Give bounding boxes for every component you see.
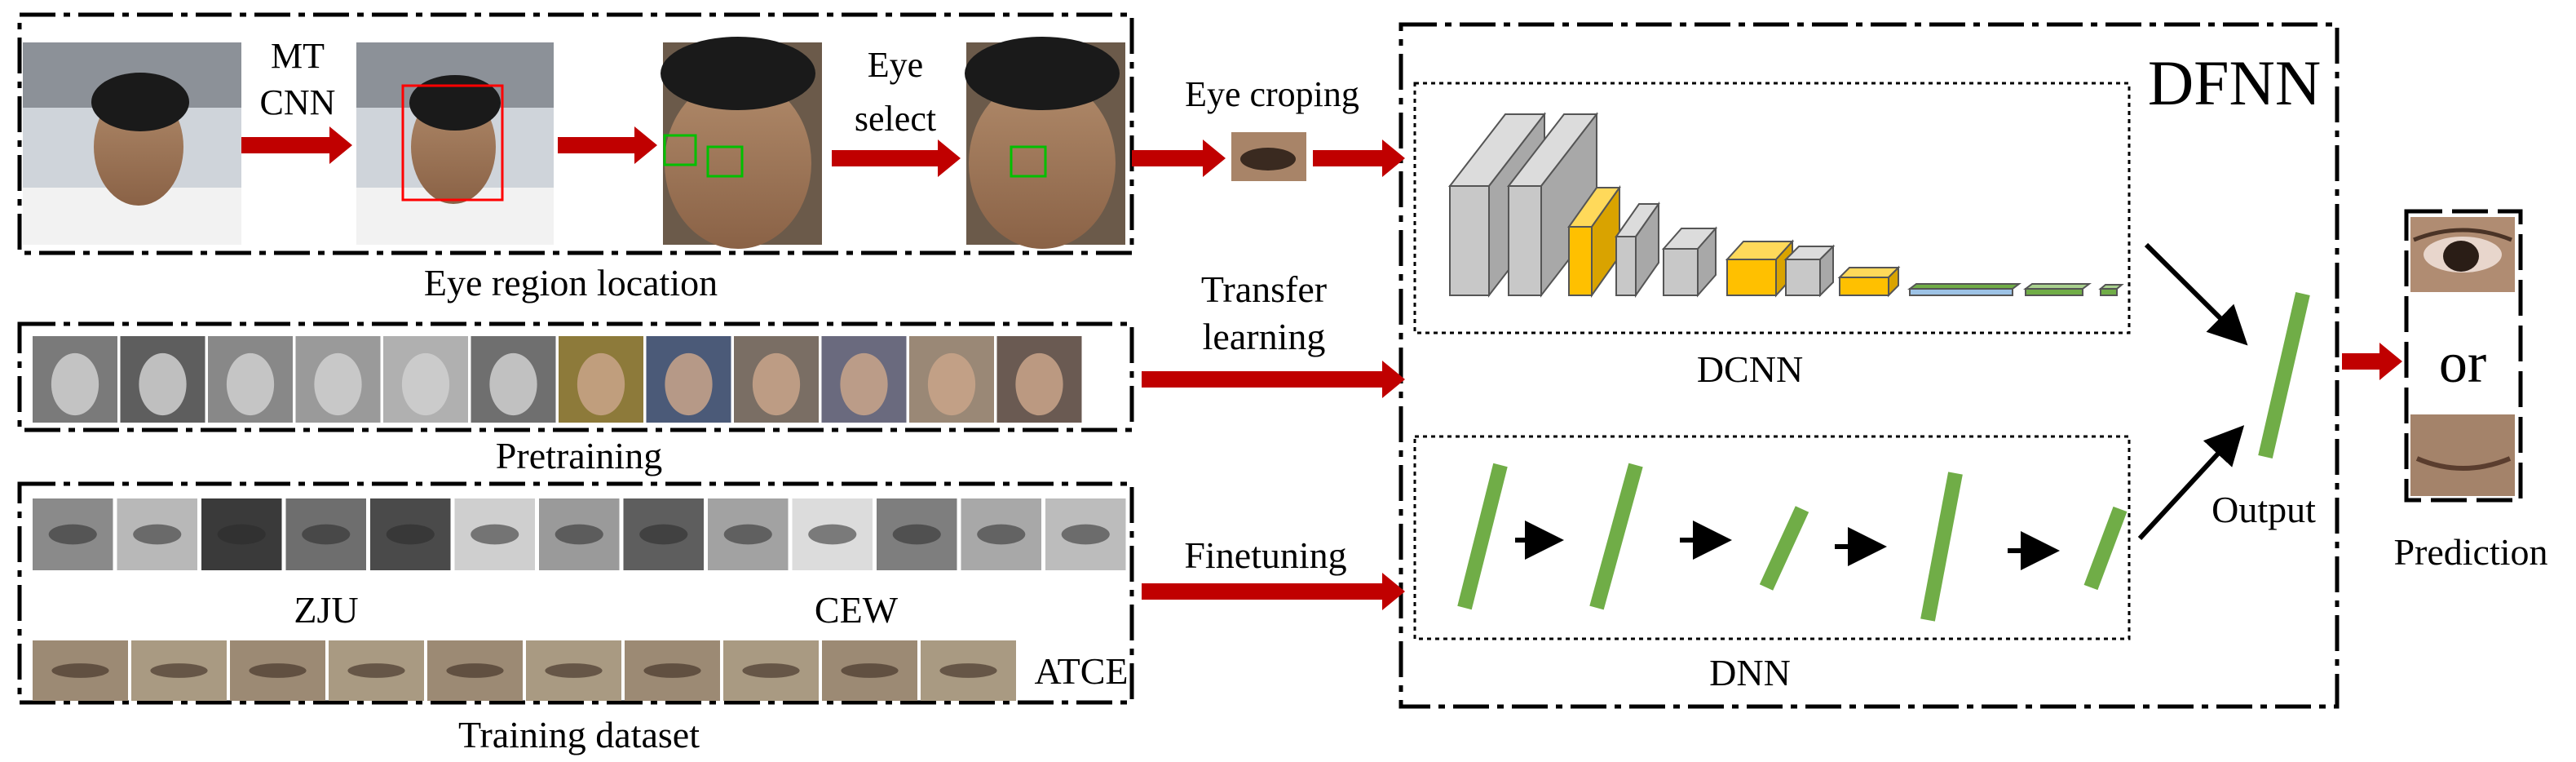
pretraining-box: [17, 321, 1134, 432]
eye-shape: [471, 524, 519, 545]
face-shape: [927, 352, 976, 416]
face-shape: [752, 352, 801, 416]
label-zju: ZJU: [294, 589, 358, 631]
dnn-layers: [1457, 291, 2310, 622]
prediction-open-eye: [2410, 217, 2515, 292]
face-shape: [840, 352, 888, 416]
photo-original: [23, 42, 241, 245]
eye-shape: [977, 524, 1026, 545]
eye-shape: [133, 524, 182, 545]
eye-shape: [808, 524, 857, 545]
or-label: or: [2439, 332, 2486, 395]
face-shape: [226, 352, 275, 416]
prediction-closed-eye: [2410, 414, 2515, 496]
photo-eye-selected: [965, 37, 1125, 249]
eye-shape: [939, 663, 997, 678]
face-shape: [1015, 352, 1063, 416]
eye-shape: [48, 524, 97, 545]
label-cnn: CNN: [260, 82, 336, 122]
eye-region-title: Eye region location: [424, 262, 718, 303]
eye-bbox-right: [706, 145, 744, 178]
dcnn-blocks: [1447, 112, 2124, 299]
eye-shape: [150, 663, 208, 678]
face-shape: [401, 352, 450, 416]
eye-shape: [446, 663, 504, 678]
label-eye: Eye: [868, 45, 923, 85]
eye-shape: [742, 663, 800, 678]
eye-shape: [249, 663, 307, 678]
face-shape: [577, 352, 625, 416]
training-title: Training dataset: [458, 714, 700, 755]
cropped-eye: [1231, 132, 1306, 181]
eye-shape: [386, 524, 435, 545]
dcnn-label: DCNN: [1697, 348, 1803, 390]
eye-shape: [51, 663, 109, 678]
face-shape: [489, 352, 537, 416]
face-shape: [51, 352, 99, 416]
eye-shape: [841, 663, 899, 678]
label-cew: CEW: [815, 589, 899, 631]
training-box: [17, 481, 1134, 705]
label-finetuning: Finetuning: [1184, 534, 1346, 576]
label-mt: MT: [271, 36, 325, 76]
face-shape: [314, 352, 362, 416]
face-shape: [665, 352, 713, 416]
photo-mtcnn: [356, 42, 554, 245]
eye-shape: [643, 663, 701, 678]
red-arrows: [241, 126, 2402, 610]
eye-shape: [555, 524, 603, 545]
label-select: select: [855, 99, 936, 139]
eye-bbox-selected: [1010, 145, 1047, 178]
eye-shape: [217, 524, 266, 545]
label-atce: ATCE: [1035, 650, 1129, 692]
prediction-title: Prediction: [2393, 531, 2547, 573]
eye-shape: [302, 524, 351, 545]
label-transfer: Transfer: [1201, 268, 1327, 310]
dfnn-title: DFNN: [2148, 47, 2321, 118]
photo-eyes-detected: [661, 37, 822, 249]
eye-shape: [1061, 524, 1110, 545]
training-thumbnails-row1: [33, 498, 1126, 570]
pretraining-title: Pretraining: [496, 435, 662, 476]
dnn-label: DNN: [1709, 652, 1791, 693]
prediction-box: [2404, 209, 2523, 503]
eye-region-box: [17, 12, 1134, 255]
face-shape: [139, 352, 187, 416]
dnn-arrows: [1515, 242, 2248, 570]
dcnn-box: [1413, 82, 2131, 334]
output-label: Output: [2211, 489, 2316, 530]
eye-shape: [892, 524, 941, 545]
face-bbox: [401, 84, 504, 202]
pretraining-thumbnails: [33, 336, 1082, 423]
eye-shape: [347, 663, 405, 678]
eye-bbox-left: [663, 134, 697, 166]
dnn-box: [1413, 435, 2131, 640]
eye-shape: [639, 524, 688, 545]
dfnn-box: [1398, 22, 2340, 709]
training-thumbnails-row2: [33, 640, 1016, 701]
label-learning: learning: [1203, 316, 1326, 357]
eye-shape: [545, 663, 603, 678]
eye-shape: [723, 524, 772, 545]
label-eye-croping: Eye croping: [1185, 74, 1359, 114]
